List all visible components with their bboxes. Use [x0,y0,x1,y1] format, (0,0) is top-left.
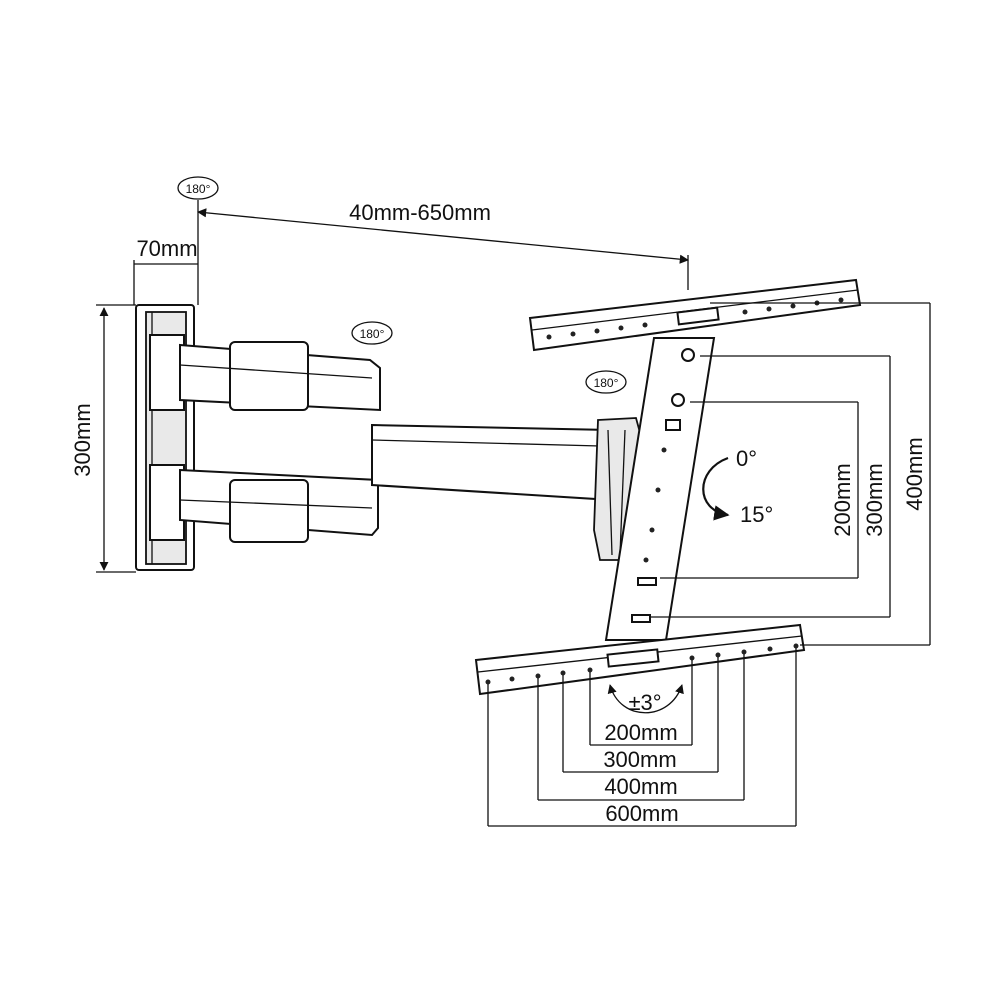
dimension-wall-depth: 70mm [133,236,198,305]
head-swivel-label: 180° [594,376,619,390]
top-rail [528,278,862,352]
vesa-horizontal-200-label: 200mm [604,720,677,745]
top-rail-holes [546,297,844,340]
level-adjust-indicator: ±3° [607,684,684,715]
wall-swivel-label: 180° [186,182,211,196]
bottom-rail [474,623,806,696]
dimension-vesa-vertical: 200mm 300mm 400mm [650,302,931,646]
arm-extension-label: 40mm-650mm [349,200,491,225]
arm-lower [179,468,379,543]
wall-height-label: 300mm [70,403,95,476]
vesa-vertical-200-label: 200mm [830,463,855,536]
dimension-wall-height: 300mm [70,304,136,573]
dimension-vesa-horizontal: 200mm 300mm 400mm 600mm [487,648,797,827]
vesa-horizontal-600-label: 600mm [605,801,678,826]
rotation-wall: 180° [177,176,219,200]
arm-swivel-label: 180° [360,327,385,341]
rotation-head: 180° [585,370,627,394]
vesa-vertical-300-label: 300mm [862,463,887,536]
bottom-rail-holes [485,643,799,685]
dimension-arm-extension: 40mm-650mm [197,200,689,305]
tilt-top-label: 0° [736,446,757,471]
vesa-horizontal-300-label: 300mm [603,747,676,772]
tilt-bottom-label: 15° [740,502,773,527]
vesa-vertical-400-label: 400mm [902,437,927,510]
vesa-horizontal-400-label: 400mm [604,774,677,799]
tilt-indicator: 0° 15° [702,446,773,527]
wall-depth-label: 70mm [136,236,197,261]
level-adjust-label: ±3° [628,690,661,715]
rotation-arm: 180° [351,321,393,345]
arm-upper [179,341,381,412]
arm-front [371,423,614,502]
